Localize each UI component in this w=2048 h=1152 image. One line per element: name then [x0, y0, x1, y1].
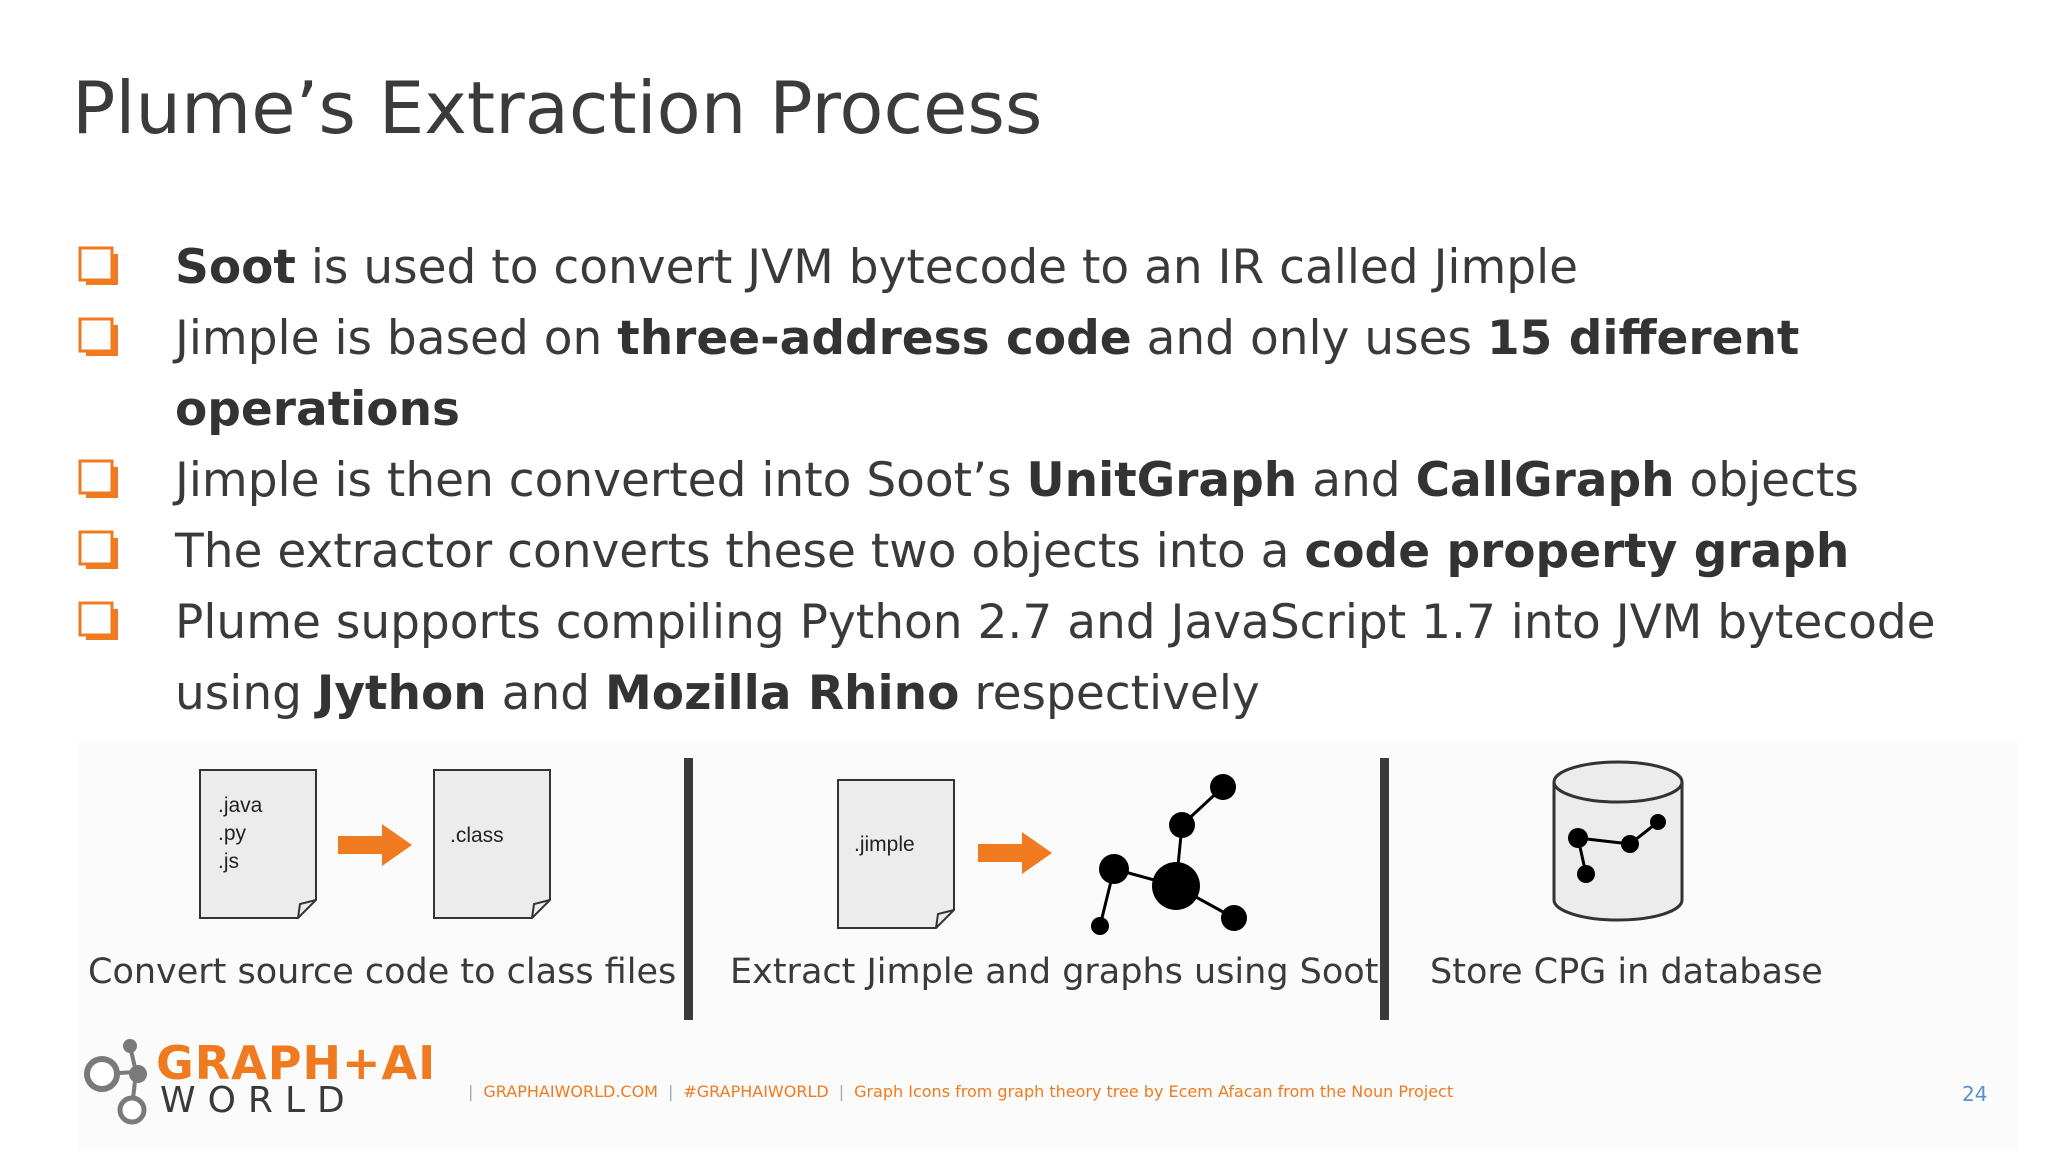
graph-network-icon — [1091, 774, 1247, 935]
bullet-text: Jimple is then converted into Soot’s Uni… — [175, 453, 1859, 508]
bullet-item: Jimple is then converted into Soot’s Uni… — [78, 445, 1978, 516]
source-ext-py: .py — [218, 822, 247, 845]
slide-title: Plume’s Extraction Process — [72, 66, 1043, 150]
jimple-file-icon: .jimple — [837, 779, 955, 929]
checkbox-bullet-icon — [78, 459, 118, 498]
caption-store: Store CPG in database — [1430, 952, 1823, 992]
graph-ai-world-logo-icon — [84, 1039, 147, 1125]
logo-text-graph-ai: GRAPH+AI — [156, 1036, 437, 1090]
section-divider — [684, 758, 693, 1020]
source-file-icon: .java .py .js — [199, 769, 317, 919]
caption-convert: Convert source code to class files — [88, 952, 677, 992]
checkbox-bullet-icon — [78, 317, 118, 356]
caption-extract: Extract Jimple and graphs using Soot — [730, 952, 1379, 992]
bullet-text: The extractor converts these two objects… — [175, 524, 1850, 579]
section-divider — [1380, 758, 1389, 1020]
page-number: 24 — [1962, 1082, 1988, 1106]
bullet-item: The extractor converts these two objects… — [78, 516, 1978, 587]
process-diagram — [78, 740, 2018, 1150]
footer-credit: Graph Icons from graph theory tree by Ec… — [854, 1082, 1454, 1101]
footer-credits: | GRAPHAIWORLD.COM | #GRAPHAIWORLD | Graph Ic… — [458, 1082, 1453, 1101]
logo-text-world: WORLD — [160, 1080, 357, 1121]
jimple-file-label: .jimple — [854, 833, 915, 856]
arrow-right-icon — [338, 824, 412, 866]
class-file-icon: .class — [433, 769, 551, 919]
checkbox-bullet-icon — [78, 530, 118, 569]
bullet-item: Jimple is based on three-address code an… — [78, 303, 1978, 445]
bullet-text: Jimple is based on three-address code an… — [175, 311, 1800, 437]
source-ext-java: .java — [218, 794, 263, 817]
footer-separator: | — [468, 1082, 474, 1101]
database-icon — [1552, 760, 1684, 922]
bullet-item: Plume supports compiling Python 2.7 and … — [78, 587, 1978, 729]
class-file-label: .class — [450, 824, 504, 847]
bullet-list: Soot is used to convert JVM bytecode to … — [78, 232, 1978, 729]
checkbox-bullet-icon — [78, 601, 118, 640]
footer-hashtag: #GRAPHAIWORLD — [683, 1082, 829, 1101]
bullet-text: Soot is used to convert JVM bytecode to … — [175, 240, 1579, 295]
source-ext-js: .js — [218, 850, 239, 873]
footer-separator: | — [838, 1082, 845, 1101]
bullet-item: Soot is used to convert JVM bytecode to … — [78, 232, 1978, 303]
checkbox-bullet-icon — [78, 246, 118, 285]
footer-separator: | — [667, 1082, 674, 1101]
bullet-text: Plume supports compiling Python 2.7 and … — [175, 595, 1936, 721]
footer-site: GRAPHAIWORLD.COM — [483, 1082, 658, 1101]
arrow-right-icon — [978, 832, 1052, 874]
